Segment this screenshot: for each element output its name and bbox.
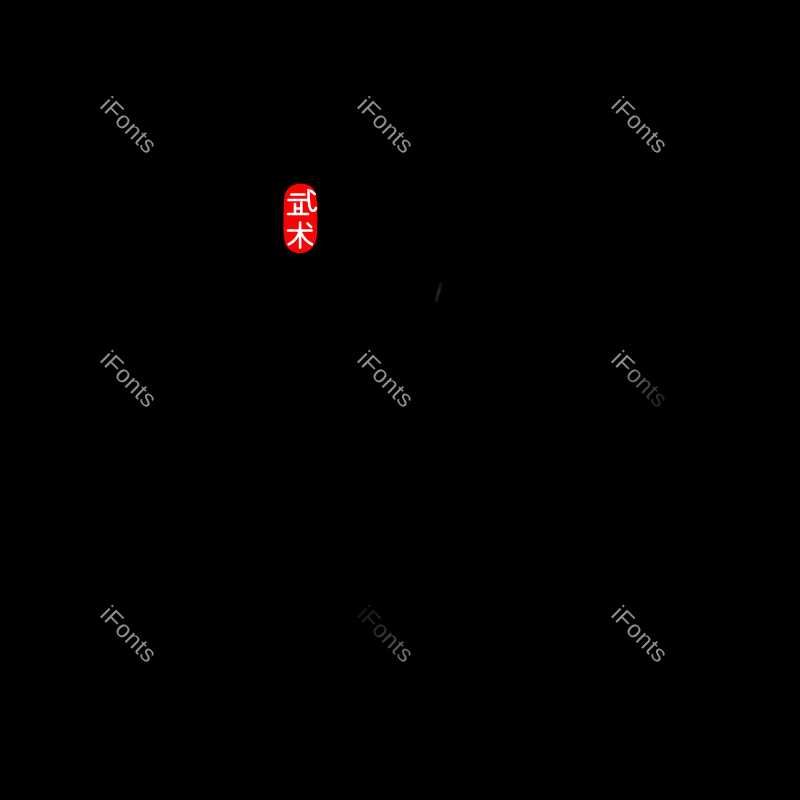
seal-character-shu xyxy=(286,221,314,249)
ifonts-watermark: iFonts xyxy=(94,345,163,414)
ifonts-watermark: iFonts xyxy=(351,345,420,414)
ifonts-watermark: iFonts xyxy=(605,345,674,414)
ifonts-watermark: iFonts xyxy=(605,91,674,160)
ifonts-watermark: iFonts xyxy=(94,600,163,669)
ifonts-watermark: iFonts xyxy=(351,91,420,160)
seal-stamp: 武术 xyxy=(283,183,318,254)
ifonts-watermark: iFonts xyxy=(351,600,420,669)
seal-character-wu xyxy=(286,188,318,216)
brush-stroke-highlight-icon xyxy=(434,281,443,304)
ifonts-watermark: iFonts xyxy=(94,91,163,160)
ifonts-watermark: iFonts xyxy=(605,600,674,669)
